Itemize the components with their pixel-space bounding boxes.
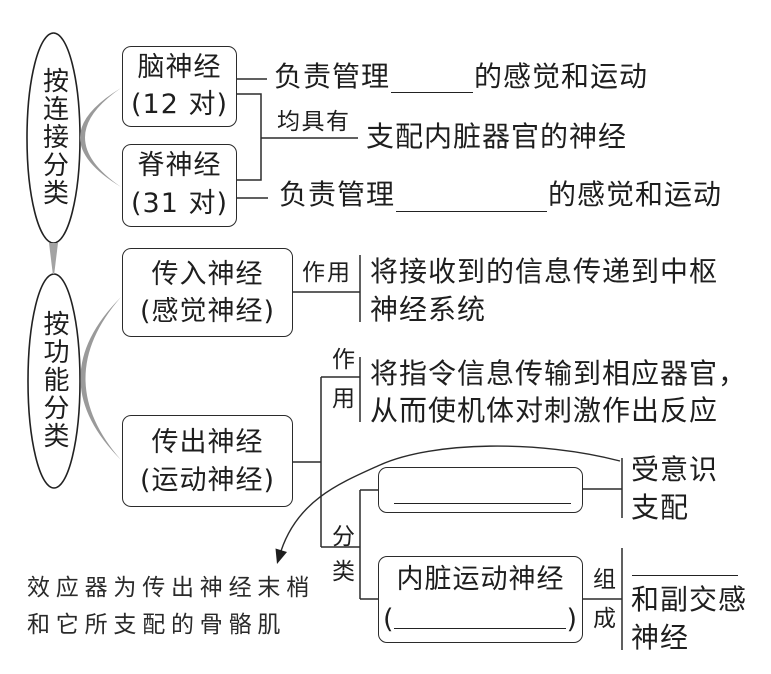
handwritten-annotation: 效应器为传出神经末梢 和它所支配的骨骼肌 [27,570,315,644]
category-label-connection: 按连接分类 [38,67,69,207]
common-bracket [237,93,262,181]
efferent-nerves-alias: (运动神经) [139,464,276,496]
brace-connection-to-boxes [80,88,121,187]
visceral-alias-close-paren: ) [566,603,578,635]
classification-label: 分类 [327,523,354,594]
efferent-nerves-box: 传出神经 (运动神经) [122,415,293,507]
annotation-arrow-curve [280,445,621,552]
somatic-description: 受意识 支配 [631,451,718,527]
category-label-function: 按功能分类 [39,310,69,450]
afferent-nerves-alias: (感觉神经) [139,296,276,327]
efferent-role-line-1: 将指令信息传输到相应器官， [370,356,748,390]
visceral-motor-nerves-box: 内脏运动神经 ( ) [378,556,583,643]
somatic-description-line-1: 受意识 [631,453,719,486]
cranial-function-text: 负责管理 的感觉和运动 [274,63,648,93]
visceral-alias: ( ) [379,600,582,640]
common-label: 均具有 [277,109,351,135]
brace-function-to-boxes [80,297,121,460]
common-text: 支配内脏器官的神经 [366,120,628,153]
composition-blank [632,575,738,576]
afferent-role-line-1: 将接收到的信息传递到中枢 [370,255,719,288]
somatic-nerves-box [378,467,583,513]
cranial-nerves-count: (12 对) [130,89,228,120]
efferent-role-text: 将指令信息传输到相应器官， 从而使机体对刺激作出反应 [370,355,747,429]
efferent-role-label: 作用 [327,346,354,425]
spinal-nerves-count: (31 对) [130,188,228,219]
annotation-arrowhead [275,548,287,564]
spinal-function-text: 负责管理 的感觉和运动 [279,181,722,212]
afferent-role-label: 作用 [302,259,352,286]
cranial-function-suffix: 的感觉和运动 [474,60,649,93]
afferent-nerves-box: 传入神经 (感觉神经) [122,248,293,337]
spinal-function-suffix: 的感觉和运动 [548,178,723,211]
annotation-line-1: 效应器为传出神经末梢 [27,574,315,601]
somatic-nerves-blank [394,503,571,504]
spinal-nerves-box: 脊神经 (31 对) [122,144,237,227]
spinal-function-blank [396,181,548,212]
cranial-function-blank [391,63,474,93]
afferent-role-text: 将接收到的信息传递到中枢 神经系统 [370,253,718,329]
composition-line-1: 和副交感 [631,583,748,616]
annotation-line-2: 和它所支配的骨骼肌 [27,611,287,638]
efferent-role-line-2: 从而使机体对刺激作出反应 [370,393,719,427]
visceral-alias-open-paren: ( [383,603,395,635]
spinal-function-prefix: 负责管理 [279,178,396,211]
composition-line-2: 神经 [631,621,690,654]
composition-label: 组成 [588,566,615,645]
cranial-nerves-name: 脑神经 [137,52,222,83]
cranial-function-prefix: 负责管理 [274,60,391,93]
afferent-nerves-name: 传入神经 [151,259,264,290]
visceral-alias-blank [394,627,566,629]
composition-text: 和副交感 神经 [631,581,747,657]
visceral-motor-nerves-name: 内脏运动神经 [396,563,565,595]
spinal-nerves-name: 脊神经 [137,150,222,181]
somatic-description-line-2: 支配 [631,491,690,524]
cranial-nerves-box: 脑神经 (12 对) [122,46,237,127]
efferent-nerves-name: 传出神经 [151,426,264,458]
oval-link [49,243,58,274]
afferent-role-line-2: 神经系统 [370,293,487,326]
